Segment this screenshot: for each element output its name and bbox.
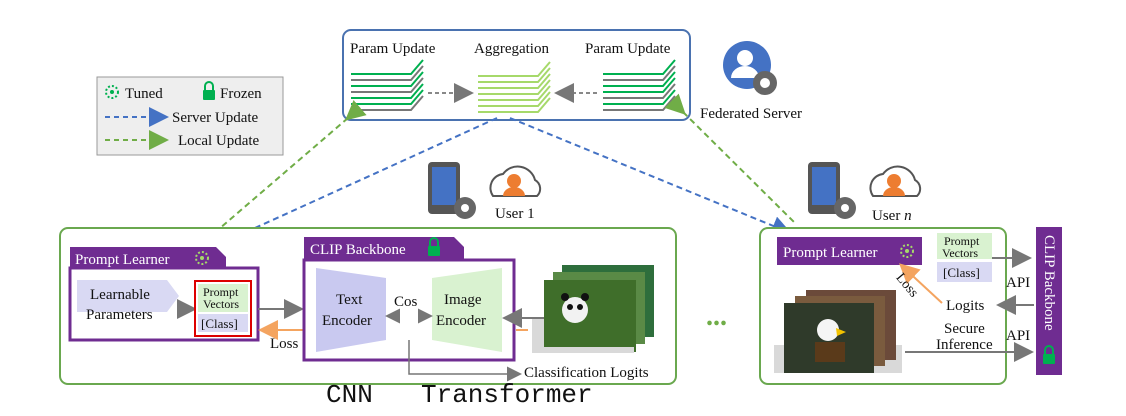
legend-server-update: Server Update xyxy=(172,110,259,126)
panda-image xyxy=(544,280,636,352)
text-encoder-line2: Encoder xyxy=(322,313,372,329)
ellipsis-dots: ... xyxy=(706,301,727,332)
prompt-line2: Vectors xyxy=(203,297,239,311)
federated-server-icon xyxy=(723,41,777,95)
loss-arrow-n xyxy=(899,263,943,304)
tuned-gear-icon xyxy=(900,244,914,258)
gear-icon xyxy=(454,197,476,219)
clip-backbone-title: CLIP Backbone xyxy=(310,242,406,258)
local-update-arrow-usern xyxy=(664,93,796,224)
clip-backbone-vertical: CLIP Backbone xyxy=(1036,227,1062,375)
user1-label: User 1 xyxy=(495,206,535,222)
secure-line2: Inference xyxy=(936,337,993,353)
aggregation-stack-icon xyxy=(478,61,551,113)
image-stack-panda xyxy=(532,265,654,353)
class-token: [Class] xyxy=(201,316,238,331)
prompt-line1: Prompt xyxy=(203,285,239,299)
class-box-n xyxy=(937,262,992,282)
prompt-learner-title: Prompt Learner xyxy=(75,252,170,268)
cnn-label: CNN xyxy=(326,380,373,410)
user-cloud-icon xyxy=(869,165,922,197)
param-update-left-label: Param Update xyxy=(350,41,436,57)
legend-tuned: Tuned xyxy=(125,86,163,102)
transformer-label: Transformer xyxy=(421,380,593,410)
prompt-learner-panel: Prompt Learner Learnable Parameters Prom… xyxy=(68,247,260,342)
tuned-gear-icon xyxy=(105,85,119,99)
usern-label: User n xyxy=(872,208,912,224)
image-encoder-line1: Image xyxy=(444,292,482,308)
text-encoder-shape xyxy=(316,268,386,352)
lock-icon xyxy=(428,237,440,256)
prompt-learner-title-n: Prompt Learner xyxy=(783,245,878,261)
server-update-arrow-usern xyxy=(509,117,792,236)
api-label-1: API xyxy=(1006,275,1030,291)
tuned-gear-icon xyxy=(195,251,209,265)
federated-server-box: Param Update Aggregation Param Update xyxy=(342,29,691,121)
arrow-to-class-logits xyxy=(408,340,522,382)
image-encoder-shape xyxy=(432,268,502,352)
aggregation-label: Aggregation xyxy=(474,41,549,57)
image-stack-eagle xyxy=(774,290,902,373)
lock-icon xyxy=(203,81,215,100)
clip-backbone-vertical-title: CLIP Backbone xyxy=(1041,235,1057,331)
learnable-line1: Learnable xyxy=(90,287,150,303)
legend-local-update: Local Update xyxy=(178,133,260,149)
learnable-line2: Parameters xyxy=(86,307,153,323)
learnable-params-box xyxy=(77,280,179,312)
param-stack-left-icon xyxy=(351,59,424,111)
legend-frozen: Frozen xyxy=(220,86,262,102)
gear-icon xyxy=(834,197,856,219)
class-token-n: [Class] xyxy=(943,265,980,280)
prompt-learner-panel-n: Prompt Learner xyxy=(777,237,922,265)
tablet-icon xyxy=(428,162,460,214)
image-encoder-line2: Encoder xyxy=(436,313,486,329)
federated-server-label: Federated Server xyxy=(700,106,802,122)
loss-label-client1: Loss xyxy=(270,336,299,352)
param-update-right-label: Param Update xyxy=(585,41,671,57)
server-update-arrow-user1 xyxy=(218,117,498,246)
lock-icon xyxy=(1043,345,1055,364)
tablet-icon xyxy=(808,162,840,214)
prompt-vectors-box-n xyxy=(937,233,992,259)
classification-logits-label: Classification Logits xyxy=(524,365,649,381)
prompt-line2-n: Vectors xyxy=(942,246,978,260)
secure-line1: Secure xyxy=(944,321,985,337)
user-cloud-icon xyxy=(489,165,542,197)
text-encoder-line1: Text xyxy=(336,292,363,308)
logits-label: Logits xyxy=(946,298,984,314)
api-label-2: API xyxy=(1006,328,1030,344)
prompt-line1-n: Prompt xyxy=(944,234,980,248)
legend-box: Tuned Frozen Server Update Local Update xyxy=(96,76,284,156)
cos-label: Cos xyxy=(394,294,418,310)
